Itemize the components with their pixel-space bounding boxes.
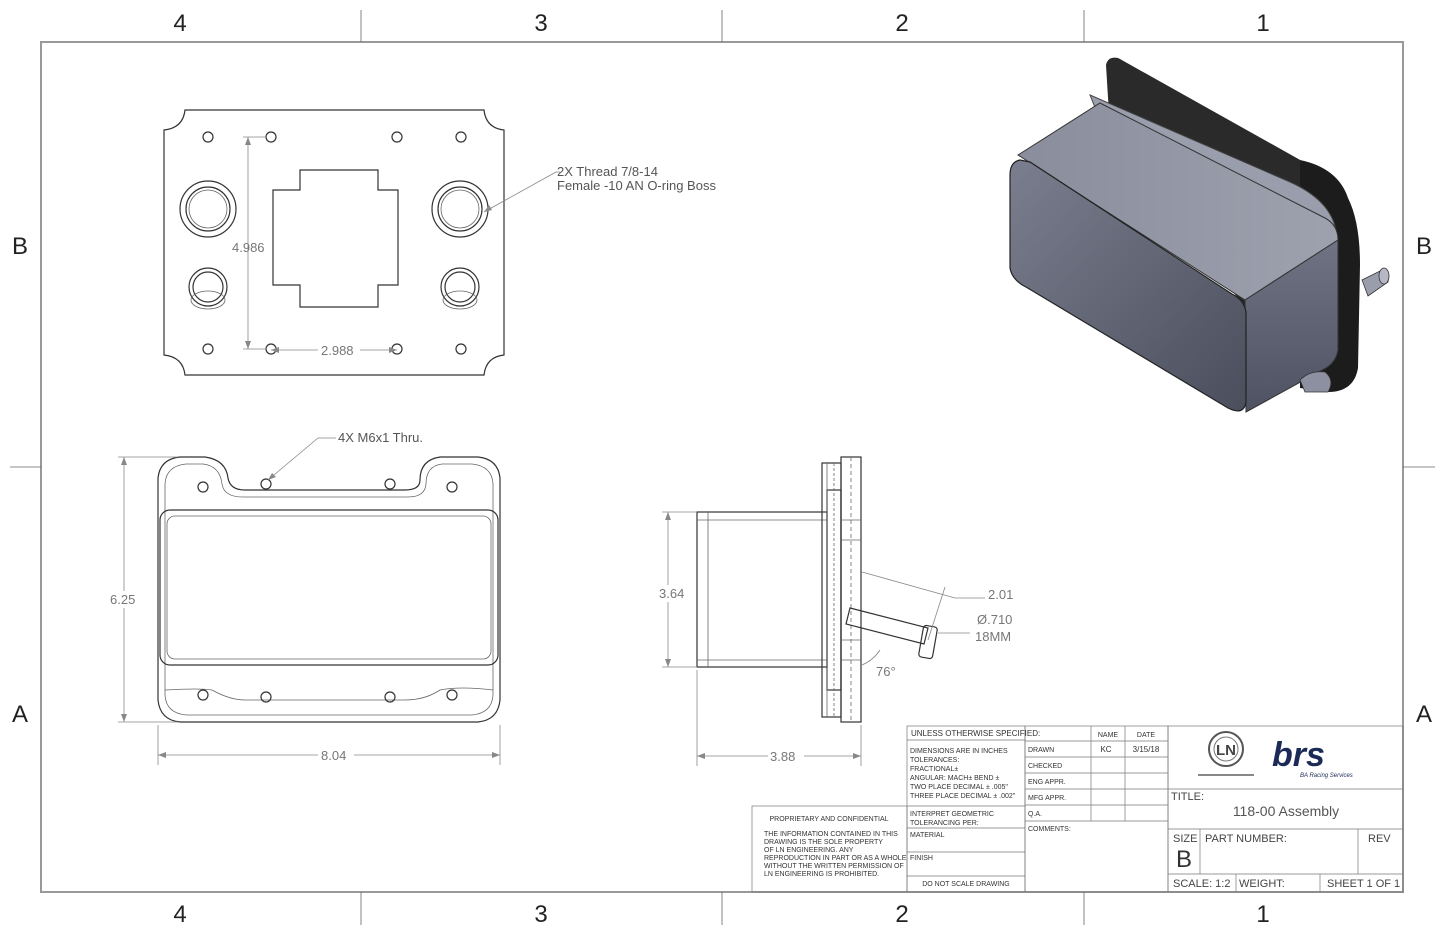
zone-col-2-bottom: 2 [895,901,908,928]
mfg-appr-label: MFG APPR. [1028,795,1066,802]
col-name: NAME [1098,732,1119,739]
isometric-view [1009,57,1390,413]
title-value: 118-00 Assembly [1233,803,1339,819]
do-not-scale: DO NOT SCALE DRAWING [922,881,1010,888]
tolerance-line-1: DIMENSIONS ARE IN INCHES [910,748,1008,755]
top-view-dim-height: 4.986 [232,240,265,255]
proprietary-line-4: REPRODUCTION IN PART OR AS A WHOLE [764,855,907,862]
front-view: 6.25 8.04 4X M6x1 Thru. [110,430,501,765]
side-view-dim-diameter: Ø.710 [977,612,1012,627]
front-view-inner-flange [164,463,494,716]
proprietary-line-2: DRAWING IS THE SOLE PROPERTY [764,839,883,846]
zone-col-3-top: 3 [534,10,547,37]
size-label: SIZE [1173,833,1197,845]
top-view-plate-outline [163,109,505,376]
zone-row-a-left: A [12,701,28,728]
zone-col-4-top: 4 [173,10,186,37]
proprietary-line-3: OF LN ENGINEERING. ANY [764,847,854,854]
isometric-box-front [1009,159,1247,412]
front-view-dimensions [118,456,501,765]
top-view-center-opening [272,169,399,308]
finish-label: FINISH [910,855,933,862]
tolerance-line-6: THREE PLACE DECIMAL ± .002" [910,793,1016,800]
front-view-outline [157,456,501,723]
zone-col-1-top: 1 [1256,10,1269,37]
part-number-label: PART NUMBER: [1205,833,1287,845]
tolerances-header: UNLESS OTHERWISE SPECIFIED: [911,729,1040,738]
top-view-dim-width: 2.988 [321,343,354,358]
tolerance-line-5: TWO PLACE DECIMAL ± .005" [910,784,1008,791]
title-block [751,725,1404,893]
isometric-barb-fitting [1361,267,1390,297]
zone-row-b-right: B [1416,233,1432,260]
m6-callout: 4X M6x1 Thru. [338,430,423,445]
side-view-dim-angle: 76° [876,664,896,679]
drawn-label: DRAWN [1028,747,1054,754]
side-view-barb-fitting [845,607,938,660]
proprietary-line-1: THE INFORMATION CONTAINED IN THIS [764,831,898,838]
side-view-dim-width: 3.88 [770,749,795,764]
front-view-box-body [159,509,499,666]
side-view-dim-height: 3.64 [659,586,684,601]
thread-callout-leader [483,171,560,213]
side-view-dim-offset: 2.01 [988,587,1013,602]
top-view-dimensions [243,136,397,353]
scale-label: SCALE: 1:2 [1173,878,1230,890]
sheet-label: SHEET 1 OF 1 [1327,878,1400,890]
side-view-box-body [696,511,828,668]
m6-callout-leader [267,437,336,481]
isometric-box-side [1244,239,1339,413]
proprietary-line-6: LN ENGINEERING IS PROHIBITED. [764,871,879,878]
title-block-text: UNLESS OTHERWISE SPECIFIED: DIMENSIONS A… [764,729,1400,890]
side-view-dim-metric: 18MM [975,629,1011,644]
material-label: MATERIAL [910,832,945,839]
brs-logo: brs BA Racing Services [1272,736,1353,779]
proprietary-line-5: WITHOUT THE WRITTEN PERMISSION OF [764,863,904,870]
weight-label: WEIGHT: [1239,878,1285,890]
tolerance-line-2: TOLERANCES: [910,757,959,764]
qa-label: Q.A. [1028,811,1042,818]
tolerance-line-4: ANGULAR: MACH± BEND ± [910,775,1000,782]
zone-labels: 4 3 2 1 4 3 2 1 B A B A [12,10,1432,928]
title-label: TITLE: [1171,791,1204,803]
eng-appr-label: ENG APPR. [1028,779,1066,786]
thread-callout-line1: 2X Thread 7/8-14 [557,164,658,179]
zone-col-3-bottom: 3 [534,901,547,928]
top-view-oring-bosses [179,180,489,238]
top-view: 4.986 2.988 2X Thread 7/8-14 Female -10 … [163,109,716,376]
interpret-line2: TOLERANCING PER: [910,820,979,827]
size-value: B [1176,846,1192,873]
zone-col-1-bottom: 1 [1256,901,1269,928]
side-view: 3.64 3.88 2.01 Ø.710 18MM 76° [659,456,1013,766]
brs-logo-tagline: BA Racing Services [1300,773,1353,779]
comments-label: COMMENTS: [1028,826,1071,833]
front-view-mounting-holes [197,478,458,703]
drawn-name: KC [1100,745,1111,754]
drawing-frame [10,10,1435,925]
side-view-dimensions [662,511,985,766]
ln-engineering-logo: LN [1198,731,1254,776]
checked-label: CHECKED [1028,763,1062,770]
col-date: DATE [1137,732,1155,739]
brs-logo-text: brs [1272,736,1325,774]
rev-label: REV [1368,833,1391,845]
front-view-dim-height: 6.25 [110,592,135,607]
top-view-barb-fittings [188,267,480,310]
zone-row-a-right: A [1416,701,1432,728]
zone-col-2-top: 2 [895,10,908,37]
interpret-line1: INTERPRET GEOMETRIC [910,811,994,818]
proprietary-title: PROPRIETARY AND CONFIDENTIAL [769,816,888,823]
tolerance-line-3: FRACTIONAL± [910,766,958,773]
thread-callout-line2: Female -10 AN O-ring Boss [557,178,716,193]
zone-row-b-left: B [12,233,28,260]
zone-col-4-bottom: 4 [173,901,186,928]
ln-logo-text: LN [1216,742,1236,759]
drawn-date: 3/15/18 [1133,745,1160,754]
front-view-dim-width: 8.04 [321,748,346,763]
